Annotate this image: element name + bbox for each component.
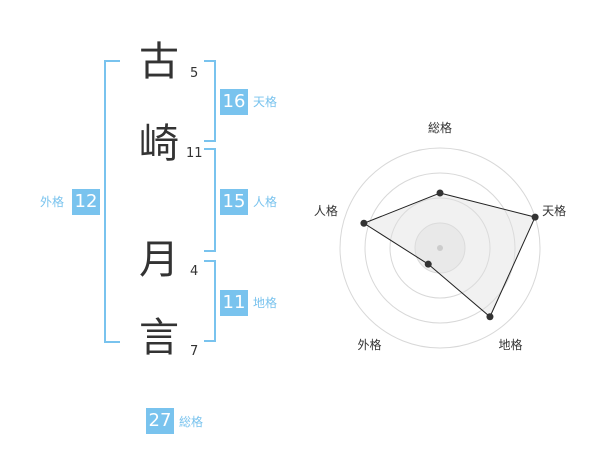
radar-point-0 bbox=[436, 189, 444, 197]
stroke-count-2: 11 bbox=[186, 146, 203, 161]
stroke-count-4: 7 bbox=[190, 344, 199, 359]
radar-axis-label-0: 総格 bbox=[428, 120, 452, 135]
radar-point-1 bbox=[531, 213, 539, 221]
radar-ring-2 bbox=[389, 197, 491, 299]
chikaku-value: 11 bbox=[220, 290, 248, 316]
chikaku-bracket bbox=[204, 260, 216, 342]
radar-ring-4 bbox=[339, 147, 541, 349]
tenkaku-bracket bbox=[204, 60, 216, 142]
radar-axis-label-4: 人格 bbox=[314, 203, 338, 218]
name-char-1: 古 bbox=[139, 39, 179, 85]
name-char-3: 月 bbox=[139, 237, 179, 283]
name-char-4: 言 bbox=[139, 315, 179, 361]
gaikaku-value: 12 bbox=[72, 189, 100, 215]
radar-area bbox=[362, 192, 536, 318]
radar-point-3 bbox=[424, 260, 432, 268]
jinkaku-label: 人格 bbox=[253, 195, 278, 209]
soukaku-label: 総格 bbox=[179, 415, 204, 429]
radar-point-4 bbox=[360, 219, 368, 227]
radar-axis-label-3: 外格 bbox=[357, 337, 381, 352]
radar-ring-3 bbox=[364, 172, 516, 324]
gaikaku-bracket bbox=[104, 60, 120, 343]
tenkaku-value: 16 bbox=[220, 89, 248, 115]
radar-point-2 bbox=[486, 313, 494, 321]
jinkaku-value: 15 bbox=[220, 189, 248, 215]
radar-center-dot bbox=[437, 245, 443, 251]
name-char-2: 崎 bbox=[139, 121, 179, 167]
jinkaku-bracket bbox=[204, 148, 216, 252]
tenkaku-label: 天格 bbox=[253, 95, 278, 109]
radar-axis-label-1: 天格 bbox=[542, 203, 566, 218]
soukaku-value: 27 bbox=[146, 408, 174, 434]
stroke-count-3: 4 bbox=[190, 264, 199, 279]
radar-axis-label-2: 地格 bbox=[499, 337, 523, 352]
chikaku-label: 地格 bbox=[253, 296, 278, 310]
gaikaku-label: 外格 bbox=[40, 195, 65, 209]
stroke-count-1: 5 bbox=[190, 66, 199, 81]
